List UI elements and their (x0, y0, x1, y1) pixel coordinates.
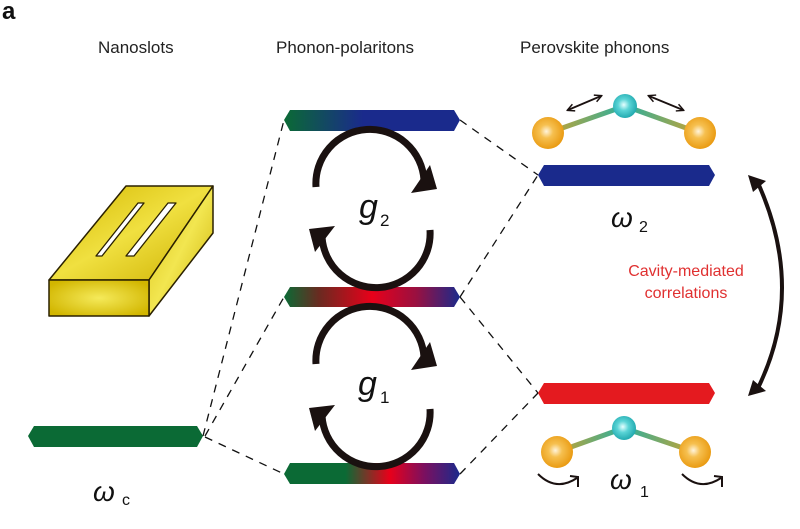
dashed-connectors (202, 119, 539, 475)
connector-bottom-to-omega1 (459, 392, 539, 475)
cavity-mode-bar (28, 426, 203, 447)
coupling-g1-arrows-icon (309, 302, 437, 471)
svg-text:ω: ω (610, 464, 632, 495)
coupling-g2-arrows-icon (309, 125, 437, 292)
upper-polariton-bar (284, 110, 460, 131)
panel-label: a (2, 0, 16, 25)
connector-cavity-to-top (202, 119, 285, 437)
svg-text:2: 2 (639, 219, 648, 236)
svg-text:ω: ω (611, 202, 633, 233)
column-title-perovskite-phonons: Perovskite phonons (520, 38, 669, 57)
phonon-omega2-bar (538, 165, 715, 186)
svg-text:1: 1 (640, 484, 649, 501)
svg-text:2: 2 (380, 211, 389, 230)
lower-polariton-bar (284, 463, 460, 484)
svg-text:1: 1 (380, 388, 389, 407)
svg-text:g: g (359, 188, 378, 226)
svg-text:g: g (358, 365, 377, 403)
coupling-g2-label: g 2 (359, 188, 389, 230)
coupling-g1-label: g 1 (358, 365, 389, 407)
connector-cavity-to-bottom (204, 436, 285, 475)
omega-c-label: ω c (93, 476, 130, 509)
phonon-omega1-bar (538, 383, 715, 404)
omega-1-label: ω 1 (610, 464, 649, 501)
omega-2-label: ω 2 (611, 202, 648, 236)
column-title-phonon-polaritons: Phonon-polaritons (276, 38, 414, 57)
column-title-nanoslots: Nanoslots (98, 38, 174, 57)
connector-top-to-omega2 (459, 119, 539, 176)
connector-middle-to-omega2 (459, 174, 539, 298)
annotation-line-1: Cavity-mediated (628, 263, 744, 280)
svg-text:c: c (122, 492, 130, 509)
rocking-mode-molecule-icon (537, 416, 723, 487)
svg-text:ω: ω (93, 476, 115, 507)
connector-cavity-to-middle (204, 296, 285, 437)
connector-middle-to-omega1 (459, 296, 539, 394)
stretching-mode-molecule-icon (532, 94, 716, 149)
nanoslot-block-icon (48, 185, 214, 317)
middle-polariton-bar (284, 287, 460, 307)
correlation-double-arrow-icon (748, 175, 784, 396)
annotation-line-2: correlations (645, 285, 728, 302)
